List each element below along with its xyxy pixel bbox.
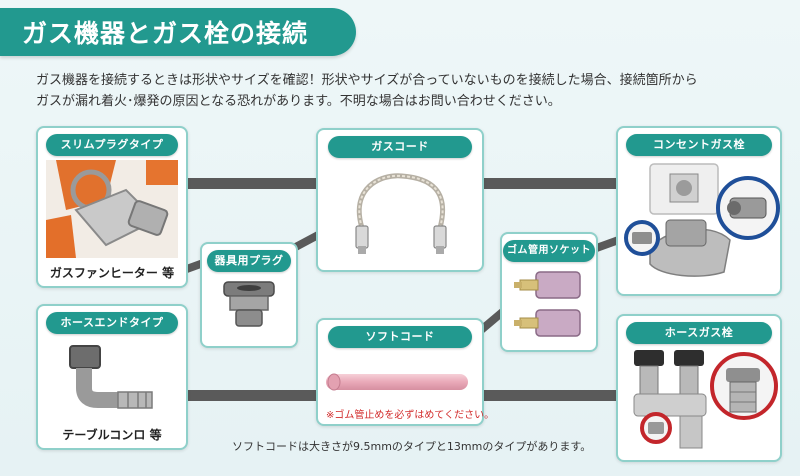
label-soft-cord: ソフトコード	[328, 326, 472, 348]
appliance-plug-photo	[223, 281, 275, 327]
label-appliance-plug: 器具用プラグ	[207, 250, 291, 272]
gas-cord-photo	[355, 173, 447, 254]
connector-gascord-to-outlet	[482, 178, 618, 189]
caption-hose-end: テーブルコンロ 等	[62, 428, 162, 442]
label-rubber-socket: ゴム管用ソケット	[503, 240, 595, 262]
label-hose-valve: ホースガス栓	[626, 322, 772, 344]
soft-cord-photo	[326, 373, 468, 391]
footnote: ソフトコードは大きさが9.5mmのタイプと13mmのタイプがあります。	[232, 440, 592, 453]
title-banner: ガス機器とガス栓の接続	[0, 8, 356, 56]
caption-slim-plug: ガスファンヒーター 等	[49, 266, 175, 280]
soft-cord-warning: ※ゴム管止めを必ずはめてください。	[326, 410, 495, 421]
connector-hose-to-softcord	[186, 390, 318, 401]
page-title: ガス機器とガス栓の接続	[22, 19, 309, 48]
hose-end-photo	[69, 345, 153, 409]
hose-valve-photo	[633, 350, 778, 449]
label-slim-plug: スリムプラグタイプ	[46, 134, 178, 156]
intro-line-2: ガスが漏れ着火･爆発の原因となる恐れがあります。不明な場合はお問い合わせください…	[36, 94, 561, 109]
intro-line-1: ガス機器を接続するときは形状やサイズを確認！形状やサイズが合っていないものを接続…	[36, 73, 698, 88]
connector-softcord-to-hosevalve	[482, 390, 618, 401]
label-gas-cord: ガスコード	[328, 136, 472, 158]
intro-text: ガス機器を接続するときは形状やサイズを確認！形状やサイズが合っていないものを接続…	[36, 70, 776, 112]
connector-slim-to-gascord	[186, 178, 318, 189]
label-hose-end: ホースエンドタイプ	[46, 312, 178, 334]
label-outlet-valve: コンセントガス栓	[626, 134, 772, 156]
rubber-socket-photo	[514, 271, 581, 337]
slim-plug-photo	[46, 160, 178, 258]
outlet-valve-photo	[624, 163, 780, 277]
